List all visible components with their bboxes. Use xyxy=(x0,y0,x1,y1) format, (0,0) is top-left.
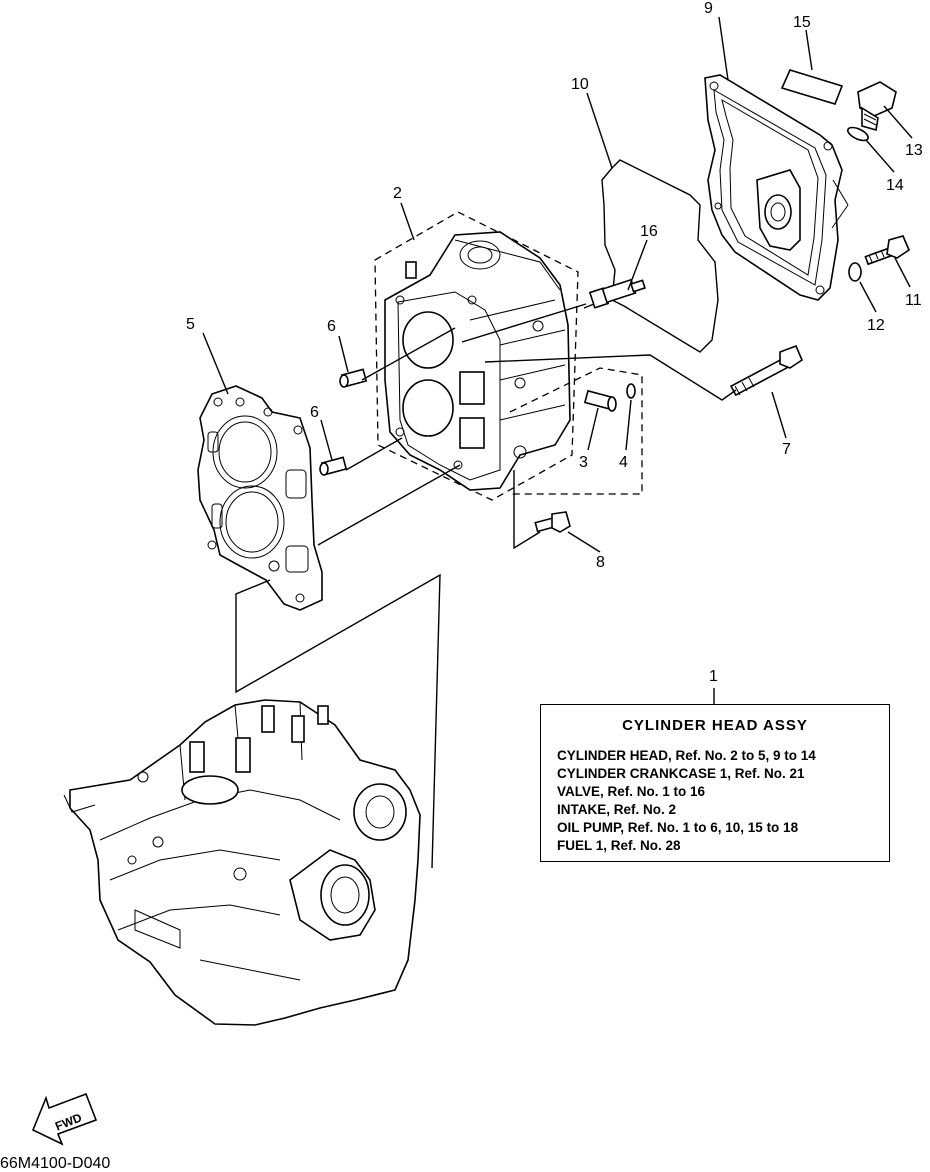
callout-numbers: 1 2 3 4 5 6 6 7 8 9 10 11 12 13 14 15 16 xyxy=(186,0,923,685)
callout-1: 1 xyxy=(709,668,718,685)
cylinder-head-part xyxy=(384,231,571,491)
small-ring-part xyxy=(626,383,636,399)
legend-list: CYLINDER HEAD, Ref. No. 2 to 5, 9 to 14 … xyxy=(557,747,816,855)
callout-8: 8 xyxy=(596,554,605,571)
valve-pin-part xyxy=(583,389,617,412)
long-bolt-part xyxy=(729,344,803,397)
callout-4: 4 xyxy=(619,454,628,471)
spark-plug-part xyxy=(583,278,646,309)
cover-gasket-part xyxy=(601,159,719,353)
callout-9: 9 xyxy=(704,0,713,17)
callout-10: 10 xyxy=(571,76,589,93)
label-plate-part xyxy=(780,69,844,105)
dowel-pin-lower-part xyxy=(319,456,348,476)
legend-title: CYLINDER HEAD ASSY xyxy=(622,717,808,734)
callout-2: 2 xyxy=(393,185,402,202)
legend-line: OIL PUMP, Ref. No. 1 to 6, 10, 15 to 18 xyxy=(557,820,799,835)
fwd-arrow-icon: FWD xyxy=(31,1092,98,1146)
head-gasket-part xyxy=(197,385,323,611)
legend-line: INTAKE, Ref. No. 2 xyxy=(557,802,677,817)
assembly-legend-box: CYLINDER HEAD ASSY CYLINDER HEAD, Ref. N… xyxy=(540,704,890,862)
leader-lines xyxy=(202,16,913,869)
cylinder-block-part xyxy=(63,699,421,1026)
callout-16: 16 xyxy=(640,223,658,240)
legend-line: VALVE, Ref. No. 1 to 16 xyxy=(557,784,706,799)
valve-group-bracket xyxy=(509,367,643,495)
cover-bolt-part xyxy=(864,235,910,266)
callout-3: 3 xyxy=(579,454,588,471)
filler-cap-part xyxy=(857,81,897,132)
callout-7: 7 xyxy=(782,441,791,458)
callout-15: 15 xyxy=(793,14,811,31)
short-bolt-part xyxy=(534,511,571,533)
document-code: 66M4100-D040 xyxy=(0,1155,111,1172)
washer-part xyxy=(848,262,862,282)
head-cover-part xyxy=(704,74,849,301)
callout-6-upper: 6 xyxy=(327,318,336,335)
dowel-pin-upper-part xyxy=(339,368,368,388)
legend-line: CYLINDER HEAD, Ref. No. 2 to 5, 9 to 14 xyxy=(557,748,816,763)
callout-14: 14 xyxy=(886,177,904,194)
o-ring-part xyxy=(847,126,869,142)
callout-5: 5 xyxy=(186,316,195,333)
legend-line: CYLINDER CRANKCASE 1, Ref. No. 21 xyxy=(557,766,805,781)
callout-6-lower: 6 xyxy=(310,404,319,421)
legend-line: FUEL 1, Ref. No. 28 xyxy=(557,838,681,853)
callout-11: 11 xyxy=(905,292,922,309)
callout-12: 12 xyxy=(867,317,885,334)
cylinder-head-outline xyxy=(374,211,579,501)
callout-13: 13 xyxy=(905,142,923,159)
